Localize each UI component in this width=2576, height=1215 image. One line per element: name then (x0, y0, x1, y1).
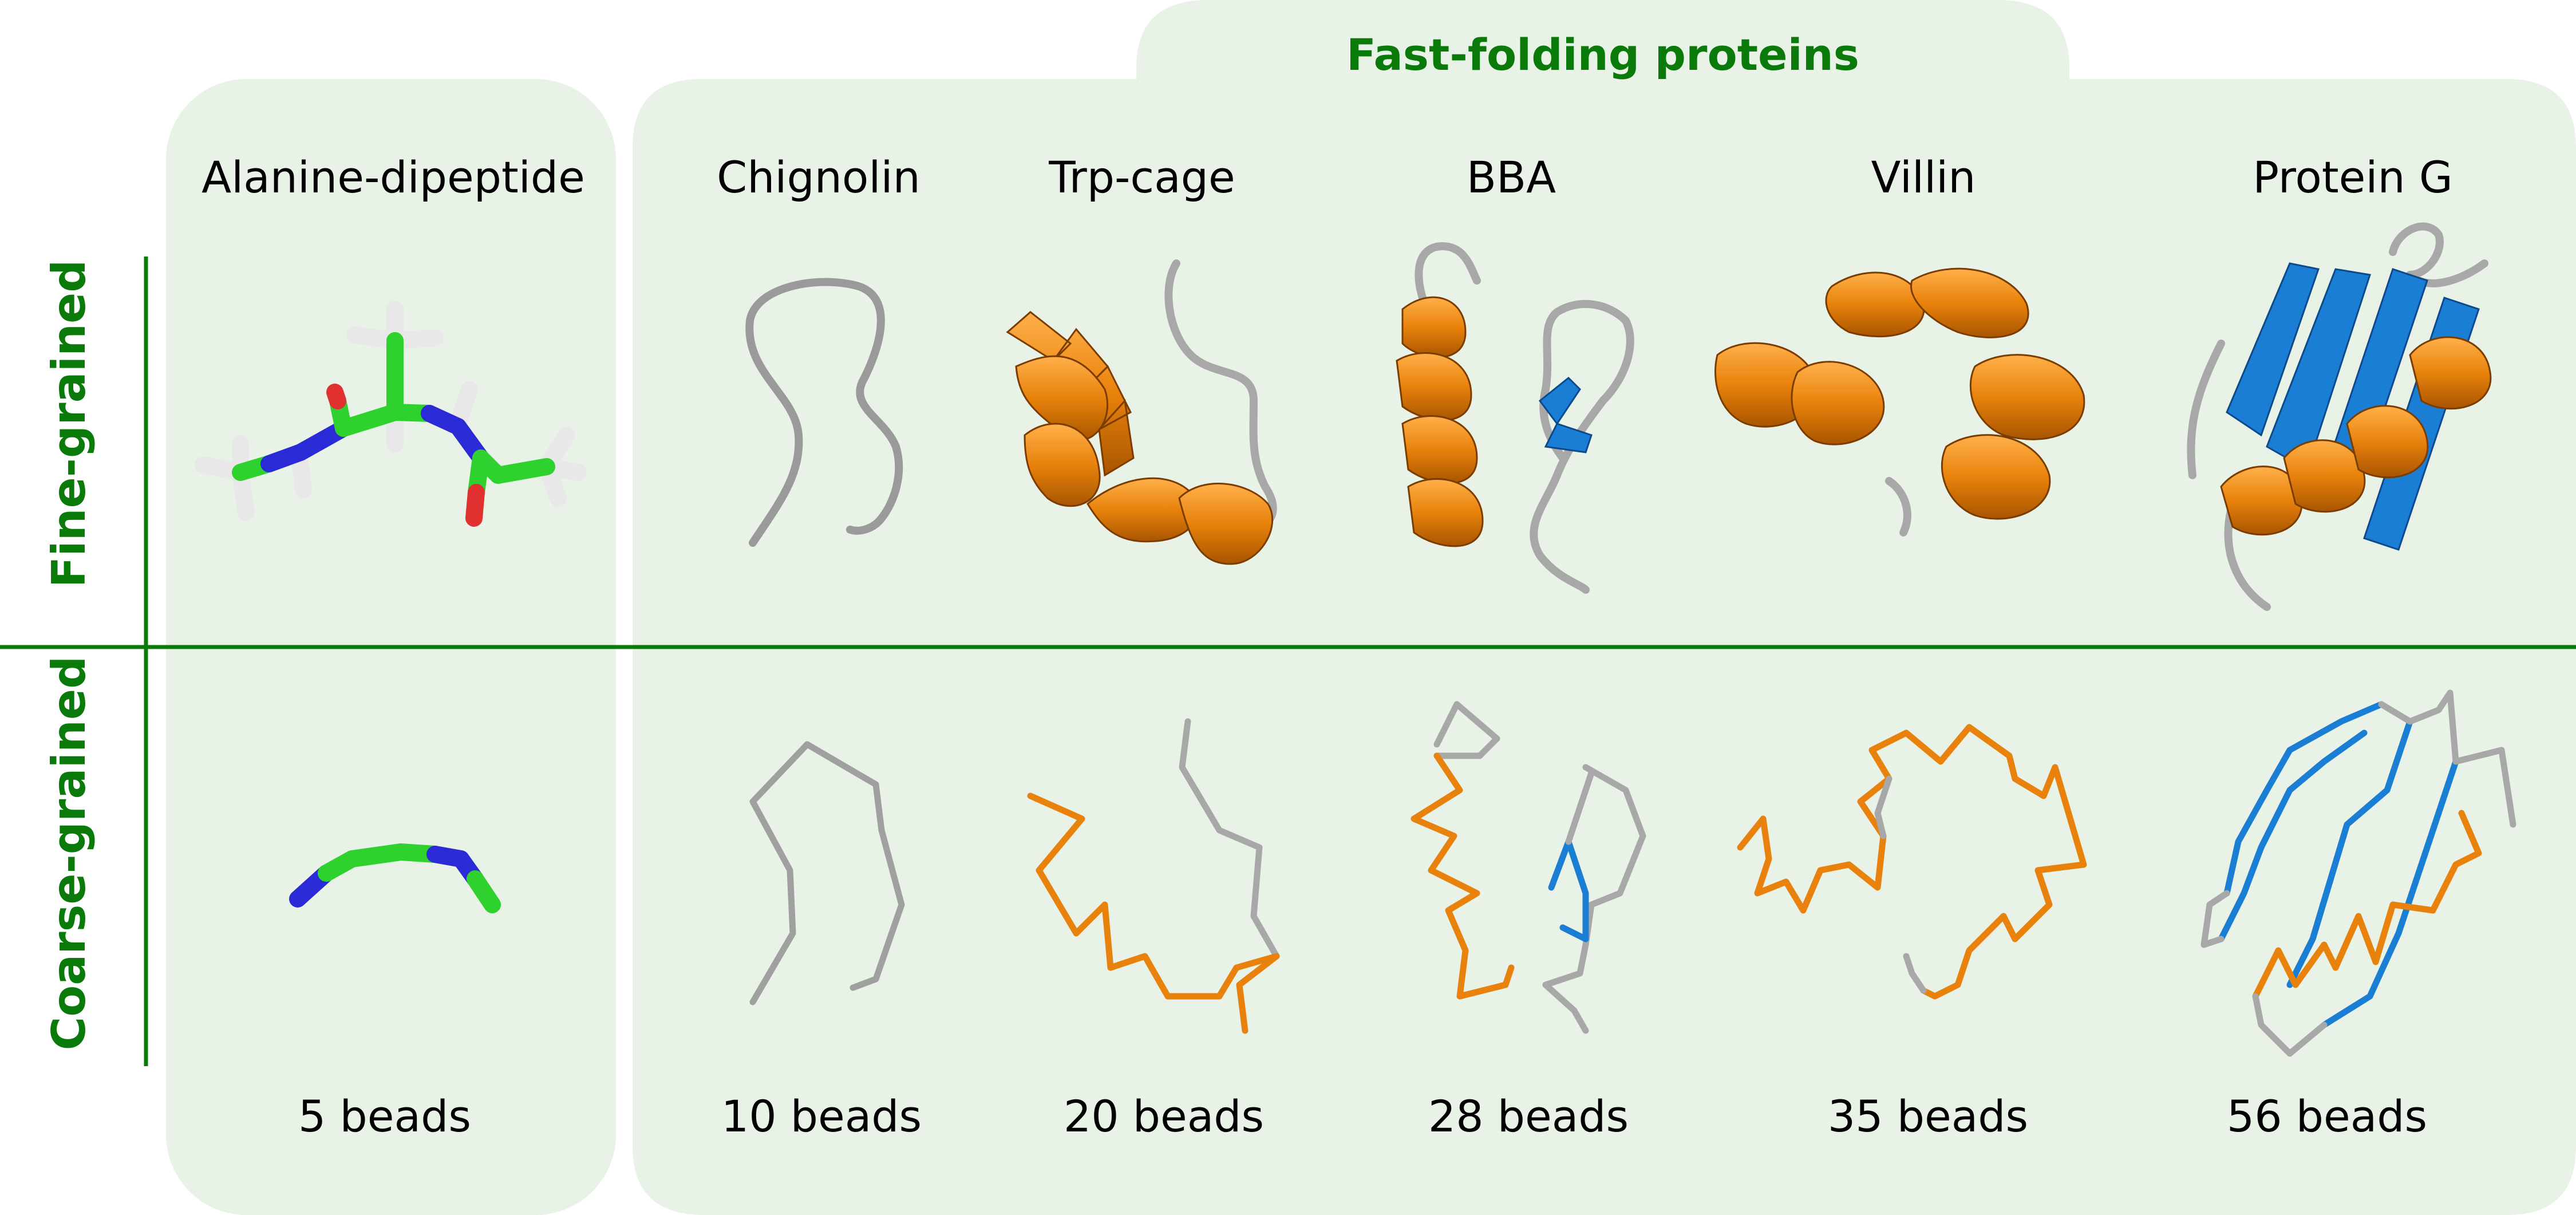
bba-coarse-structure (1411, 701, 1646, 1034)
molecule-name-villin: Villin (1871, 152, 1976, 203)
alanine-dipeptide-coarse-structure (289, 843, 501, 913)
chignolin-coarse-structure (749, 741, 905, 1005)
bead-count-chignolin: 10 beads (721, 1091, 922, 1142)
molecule-name-bba: BBA (1467, 152, 1556, 203)
alanine-dipeptide-fine-structure (195, 301, 587, 527)
protein-g-fine-structure (2187, 222, 2492, 611)
group-title: Fast-folding proteins (1346, 29, 1859, 80)
bead-count-bba: 28 beads (1428, 1091, 1629, 1142)
row-label-coarse: Coarse-grained (42, 656, 96, 1051)
bead-count-alanine-dipeptide: 5 beads (298, 1091, 471, 1142)
bead-count-villin: 35 beads (1828, 1091, 2028, 1142)
trp-cage-fine-structure (1006, 259, 1277, 565)
molecule-name-alanine-dipeptide: Alanine-dipeptide (202, 152, 585, 203)
molecule-name-protein-g: Protein G (2253, 152, 2452, 203)
molecule-name-chignolin: Chignolin (717, 152, 920, 203)
fast-folding-panel (633, 0, 2576, 1215)
villin-fine-structure (1714, 267, 2085, 537)
bba-fine-structure (1396, 242, 1634, 594)
protein-g-coarse-structure (2200, 689, 2516, 1057)
trp-cage-coarse-structure (1027, 718, 1280, 1034)
row-label-fine: Fine-grained (42, 259, 96, 587)
bead-count-trp-cage: 20 beads (1064, 1091, 1264, 1142)
villin-coarse-structure (1737, 724, 2087, 1000)
chignolin-fine-structure (745, 278, 903, 547)
bead-count-protein-g: 56 beads (2227, 1091, 2427, 1142)
molecule-name-trp-cage: Trp-cage (1048, 152, 1235, 203)
